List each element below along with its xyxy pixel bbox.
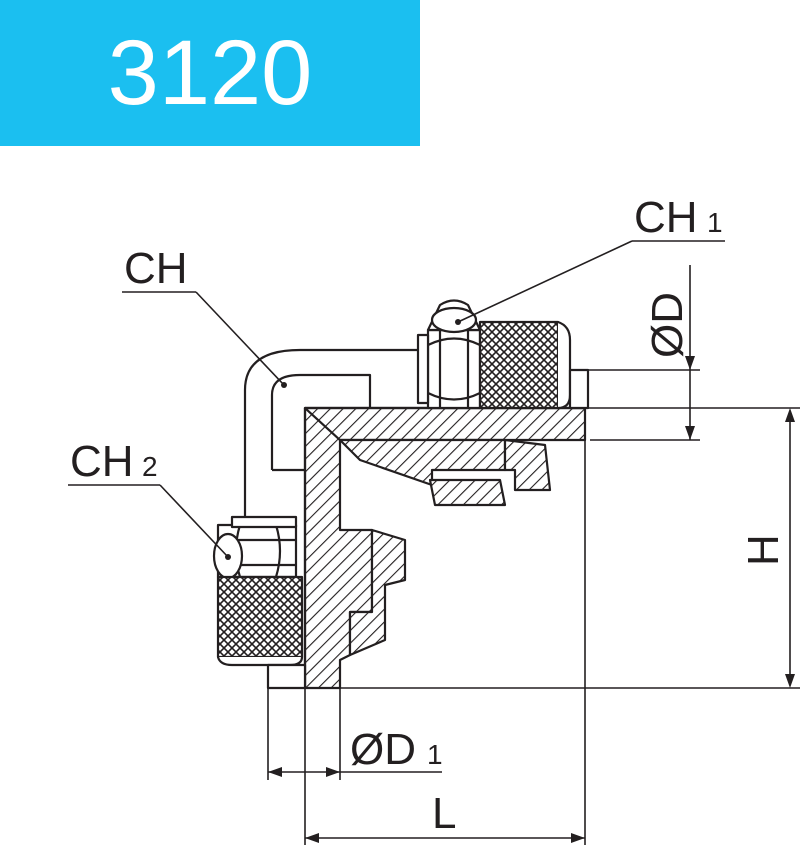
model-number-banner: 3120 [0,0,420,146]
elbow-body-outline [243,348,420,520]
right-nut-section [503,438,552,492]
od1-label: ØD [350,725,416,774]
ch2-leader [159,484,229,558]
lower-thread-section [348,528,407,657]
od-label: ØD [643,292,692,358]
ch-leader [195,291,285,386]
model-number: 3120 [107,22,313,124]
ch1-label: CH [634,193,698,242]
upper-knurled-ring [478,320,560,410]
right-thread-section [338,438,507,487]
ch1-leader [457,240,633,323]
right-thread-tooth [428,478,507,507]
elbow-body-inner [270,373,372,470]
left-knurled-ring [216,575,304,659]
ch1-subscript: 1 [707,207,723,238]
od1-subscript: 1 [427,739,443,770]
left-tube-stub [266,663,307,690]
body-section-horizontal [303,406,587,442]
ch2-subscript: 2 [142,451,158,482]
l-label: L [432,789,456,838]
upper-tube-stub [568,368,590,410]
ch-label: CH [124,244,188,293]
h-label: H [739,534,788,566]
ch2-label: CH [70,437,134,486]
